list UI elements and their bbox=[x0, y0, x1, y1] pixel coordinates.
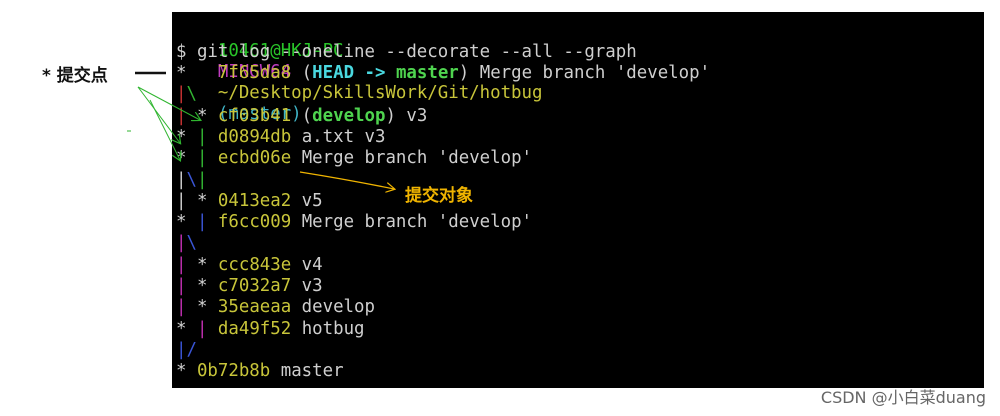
graph-segment: * bbox=[176, 212, 197, 233]
commit-message: v4 bbox=[291, 254, 323, 275]
commit-object-arrow bbox=[299, 171, 394, 189]
prompt-path: ~/Desktop/SkillsWork/Git/hotbug bbox=[217, 83, 543, 103]
log-line: | * cf03b41 (develop) v3 bbox=[176, 106, 427, 127]
graph-segment: \ bbox=[186, 233, 197, 254]
graph-segment: | bbox=[176, 297, 187, 318]
graph-segment: | bbox=[176, 105, 187, 126]
graph-segment: | bbox=[196, 148, 208, 169]
commit-object-annotation: 提交对象 bbox=[405, 186, 473, 206]
commit-message: develop bbox=[291, 297, 375, 318]
ref-arrow: -> bbox=[354, 63, 396, 83]
log-line: |\ bbox=[176, 84, 197, 105]
log-line: |\ bbox=[176, 233, 197, 254]
graph-segment: | bbox=[196, 169, 208, 190]
log-line: * | d0894db a.txt v3 bbox=[176, 127, 385, 148]
commit-hash: 7f65da8 bbox=[217, 63, 292, 83]
graph-segment: * bbox=[186, 254, 218, 275]
commit-message: Merge branch 'develop' bbox=[291, 212, 533, 233]
green-arrow-3 bbox=[149, 99, 180, 160]
graph-segment: | bbox=[176, 339, 187, 360]
branch-ref: master bbox=[395, 63, 459, 83]
graph-segment: * bbox=[186, 297, 218, 318]
graph-segment: | bbox=[176, 84, 187, 105]
commit-message: Merge branch 'develop' bbox=[469, 63, 711, 83]
graph-segment: | bbox=[196, 212, 208, 233]
graph-segment: | bbox=[176, 169, 187, 190]
command-line: $ git log --oneline --decorate --all --g… bbox=[176, 42, 637, 62]
commit-hash: 0b72b8b bbox=[196, 361, 271, 382]
log-line: | * 35eaeaa develop bbox=[176, 297, 375, 318]
terminal-window[interactable]: 10461@HKJ-PC MINGW64 ~/Desktop/SkillsWor… bbox=[172, 12, 984, 388]
commit-message: v3 bbox=[395, 105, 428, 126]
graph-segment: \ bbox=[186, 169, 197, 190]
commit-point-annotation: * 提交点 bbox=[42, 66, 108, 86]
graph-segment: * bbox=[176, 318, 197, 339]
log-line: * | da49f52 hotbug bbox=[176, 319, 365, 340]
log-line: * | f6cc009 Merge branch 'develop' bbox=[176, 212, 532, 233]
commit-message: master bbox=[270, 361, 344, 382]
commit-hash: c7032a7 bbox=[217, 276, 292, 296]
commit-message: v3 bbox=[291, 276, 323, 296]
prompt-line: 10461@HKJ-PC MINGW64 ~/Desktop/SkillsWor… bbox=[176, 20, 543, 124]
prompt-user-host: 10461@HKJ-PC bbox=[217, 41, 344, 61]
log-line: |\| bbox=[176, 170, 207, 191]
graph-segment: | bbox=[176, 233, 187, 254]
prompt-system: MINGW64 bbox=[217, 62, 292, 82]
graph-segment: \ bbox=[186, 84, 197, 105]
commit-hash: cf03b41 bbox=[217, 105, 292, 126]
commit-hash: da49f52 bbox=[217, 318, 292, 339]
prompt-branch: (master) bbox=[217, 104, 302, 124]
commit-hash: 0413ea2 bbox=[217, 190, 292, 211]
commit-message: hotbug bbox=[291, 318, 365, 339]
graph-segment: * bbox=[176, 361, 197, 382]
ref-paren: ( bbox=[291, 63, 313, 83]
graph-segment: * bbox=[186, 276, 218, 296]
log-line: * | ecbd06e Merge branch 'develop' bbox=[176, 148, 532, 169]
green-arrow-1 bbox=[137, 86, 200, 120]
log-line: * 0b72b8b master bbox=[176, 361, 344, 382]
head-ref: HEAD bbox=[312, 63, 355, 83]
log-line: | * ccc843e v4 bbox=[176, 255, 323, 276]
graph-segment: | bbox=[196, 318, 208, 339]
commit-hash: ccc843e bbox=[217, 254, 292, 275]
watermark: CSDN @小白菜duang bbox=[820, 388, 986, 407]
commit-hash: d0894db bbox=[217, 126, 292, 147]
branch-ref: develop bbox=[312, 105, 386, 126]
graph-segment: | bbox=[176, 190, 187, 211]
log-line: | * 0413ea2 v5 bbox=[176, 191, 323, 212]
commit-message: v5 bbox=[291, 190, 323, 211]
ref-paren: ( bbox=[291, 105, 313, 126]
graph-segment: | bbox=[176, 276, 187, 296]
graph-segment: | bbox=[176, 254, 187, 275]
ref-paren: ) bbox=[458, 63, 470, 83]
commit-message: a.txt v3 bbox=[291, 126, 386, 147]
green-arrow-2 bbox=[137, 86, 180, 143]
graph-segment: | bbox=[196, 126, 208, 147]
graph-segment: * bbox=[176, 63, 187, 83]
ref-paren: ) bbox=[385, 105, 396, 126]
commit-hash: f6cc009 bbox=[217, 212, 292, 233]
log-line: | * c7032a7 v3 bbox=[176, 276, 323, 297]
commit-message: Merge branch 'develop' bbox=[291, 148, 533, 169]
graph-segment: / bbox=[186, 339, 197, 360]
graph-segment: * bbox=[186, 190, 218, 211]
log-line: |/ bbox=[176, 340, 197, 361]
commit-hash: 35eaeaa bbox=[217, 297, 292, 318]
commit-hash: ecbd06e bbox=[217, 148, 292, 169]
graph-segment: * bbox=[186, 105, 218, 126]
log-line: * 7f65da8 (HEAD -> master) Merge branch … bbox=[176, 63, 710, 84]
